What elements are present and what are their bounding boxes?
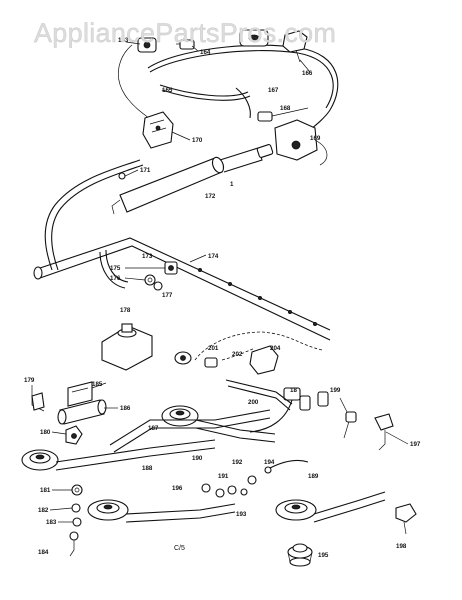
- valve-cluster-196-199: [249, 387, 394, 451]
- igniter-lead-189: [264, 459, 309, 474]
- upper-gas-lines: [117, 44, 339, 149]
- label-163: 163: [118, 37, 129, 44]
- regulator-178: [101, 323, 153, 371]
- label-190: 190: [192, 455, 203, 462]
- label-196: 196: [172, 485, 183, 492]
- nut-176: [144, 274, 156, 286]
- leader-lines: [49, 41, 409, 523]
- label-201: 201: [208, 345, 219, 352]
- label-171: 171: [140, 167, 151, 174]
- bracket-185: [67, 381, 93, 407]
- label-195: 195: [318, 552, 329, 559]
- page-code: C/5: [174, 545, 185, 552]
- part-180: [65, 425, 83, 445]
- fitting-202: [204, 357, 218, 368]
- valve-204: [194, 331, 323, 375]
- label-18: 18: [290, 387, 297, 394]
- label-197: 197: [410, 441, 421, 448]
- label-181: 181: [40, 487, 51, 494]
- label-179: 179: [24, 377, 35, 384]
- nut-182: [71, 503, 81, 513]
- label-204: 204: [270, 345, 281, 352]
- burner-tube-190: [109, 409, 271, 453]
- label-189: 189: [308, 473, 319, 480]
- fitting-186: [57, 399, 107, 425]
- label-198: 198: [396, 543, 407, 550]
- label-200: 200: [248, 399, 259, 406]
- label-165: 165: [162, 87, 173, 94]
- label-192: 192: [232, 459, 243, 466]
- nut-183: [72, 517, 82, 527]
- label-188: 188: [142, 465, 153, 472]
- manifold-tube: [33, 159, 331, 341]
- nut-184: [69, 531, 79, 557]
- label-170: 170: [192, 137, 203, 144]
- connector-198: [225, 379, 293, 411]
- cap-195: [287, 543, 313, 567]
- label-184: 184: [38, 549, 49, 556]
- label-185: 185: [92, 381, 103, 388]
- label-174: 174: [208, 253, 219, 260]
- label-199: 199: [330, 387, 341, 394]
- small-parts-191-193: [201, 475, 257, 498]
- orifice-175: [164, 261, 178, 275]
- label-168: 168: [280, 105, 291, 112]
- label-164: 164: [200, 49, 211, 56]
- label-172: 172: [205, 193, 216, 200]
- label-166: 166: [302, 70, 313, 77]
- top-fitting-164: [176, 39, 195, 50]
- label-177: 177: [162, 292, 173, 299]
- label-191: 191: [218, 473, 229, 480]
- watermark: AppliancePartsPros.com: [34, 18, 336, 48]
- label-175: 175: [110, 265, 121, 272]
- label-178: 178: [120, 307, 131, 314]
- valve-169: [274, 119, 328, 166]
- top-fitting-166: [282, 30, 308, 63]
- bracket-179: [31, 385, 45, 412]
- nut-177: [153, 281, 163, 291]
- fitting-168: [257, 111, 273, 122]
- label-182: 182: [38, 507, 49, 514]
- fitting-201: [174, 351, 192, 365]
- burner-tube-172: [111, 144, 274, 215]
- burner-right-top: [161, 405, 276, 443]
- label-173: 173: [142, 253, 153, 260]
- clip-198-right: [395, 503, 417, 535]
- label-169: 169: [310, 135, 321, 142]
- bracket-170: [142, 111, 174, 149]
- burner-bottom-right: [275, 491, 386, 523]
- label-193: 193: [236, 511, 247, 518]
- burner-bottom-left: [87, 499, 236, 523]
- part-labels: 163 164 165 166 167 168 169 170 171 172 …: [24, 37, 421, 559]
- label-176: 176: [110, 275, 121, 282]
- label-167: 167: [268, 87, 279, 94]
- nut-181: [71, 484, 83, 496]
- label-180: 180: [40, 429, 51, 436]
- label-186: 186: [120, 405, 131, 412]
- screw-171: [118, 172, 126, 180]
- burner-left-top: [21, 439, 216, 471]
- label-187: 187: [148, 425, 159, 432]
- label-202: 202: [232, 351, 243, 358]
- label-194: 194: [264, 459, 275, 466]
- top-fitting-163: [137, 37, 157, 53]
- label-183: 183: [46, 519, 57, 526]
- top-fitting-center: [239, 29, 269, 47]
- label-1: 1: [230, 181, 234, 188]
